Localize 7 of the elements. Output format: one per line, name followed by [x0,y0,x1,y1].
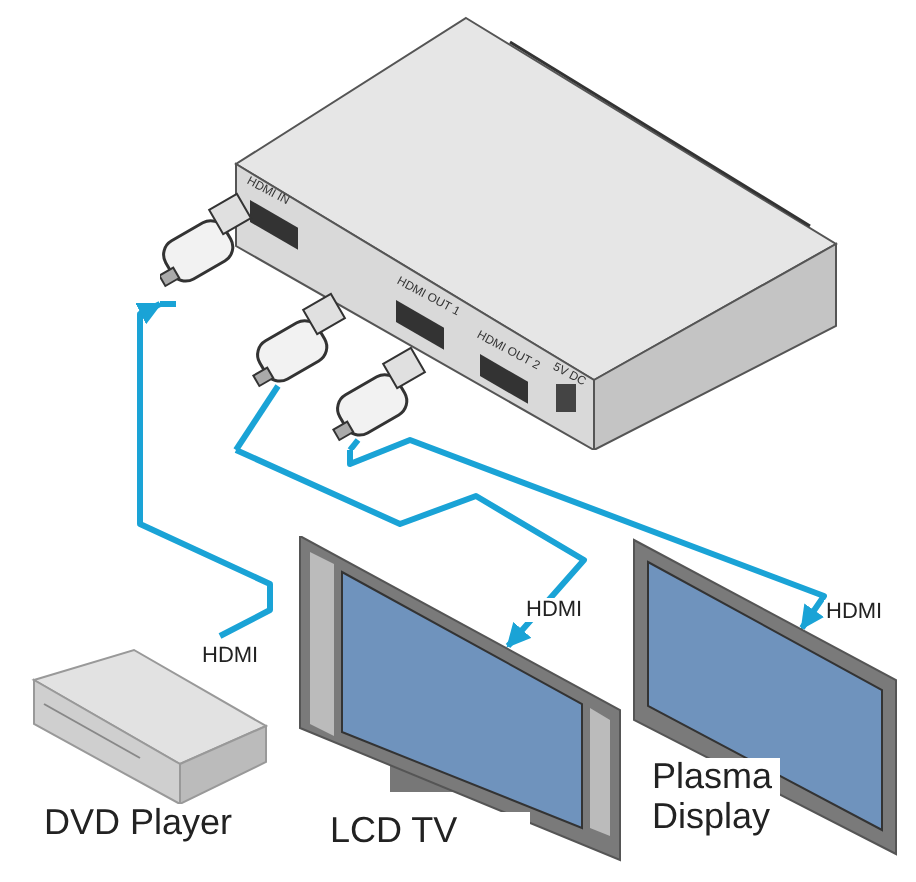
edge-label: HDMI [200,644,261,668]
cable-arrow [135,301,273,639]
edge-label: HDMI [524,598,585,622]
edge-label: HDMI [824,600,885,624]
device-caption: Plasma Display [652,758,780,838]
cable-arrow [347,437,827,630]
cable-arrow [234,447,587,648]
